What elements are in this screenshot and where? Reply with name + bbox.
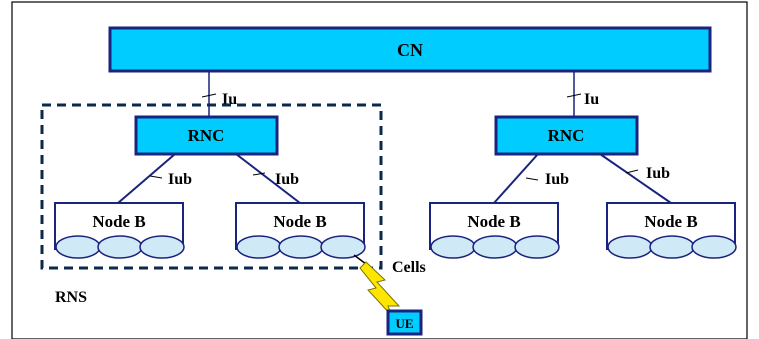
iub-link-right-a [493,153,539,204]
cn-label: CN [397,40,423,60]
iub-link-left-a [117,153,176,204]
node-b-1: Node B [54,202,185,259]
iub-tick-left-a [149,175,163,179]
cell-3c [514,235,560,259]
iu-label-right: Iu [584,91,599,108]
node-b-2-label: Node B [273,212,326,231]
node-b-1-label: Node B [92,212,145,231]
iu-tick-left [201,93,217,98]
cell-4b [649,235,695,259]
node-b-4-label: Node B [644,212,697,231]
iub-label-left-b: Iub [275,171,299,188]
cell-2b [278,235,324,259]
cell-1b [97,235,143,259]
cn-box [108,26,712,73]
ue-box [386,309,423,336]
rnc-box-right [494,115,639,156]
rns-label: RNS [55,289,87,306]
cell-1c [139,235,185,259]
cell-2a [236,235,282,259]
node-b-3: Node B [429,202,560,259]
cell-1a [55,235,101,259]
iub-label-left-a: Iub [168,171,192,188]
iub-label-right-a: Iub [545,171,569,188]
rns-boundary [40,103,383,270]
iub-label-right-b: Iub [646,165,670,182]
iu-tick-right [566,93,582,98]
node-b-2: Node B [235,202,366,259]
iub-link-left-b [235,153,301,204]
rnc-label-right: RNC [548,126,585,145]
iub-tick-right-a [525,177,539,181]
cell-4c [691,235,737,259]
node-b-3-label: Node B [467,212,520,231]
iub-tick-right-b [625,169,639,174]
diagram-frame [11,1,748,339]
cell-2c [320,235,366,259]
rnc-label-left: RNC [188,126,225,145]
cells-pointer [353,254,367,265]
cell-3b [472,235,518,259]
node-b-4: Node B [606,202,737,259]
cell-3a [430,235,476,259]
rnc-box-left [134,115,279,156]
cells-label: Cells [392,259,426,276]
iub-tick-left-b [252,172,266,176]
cell-4a [607,235,653,259]
ue-label: UE [395,316,413,331]
iub-link-right-b [599,153,672,204]
